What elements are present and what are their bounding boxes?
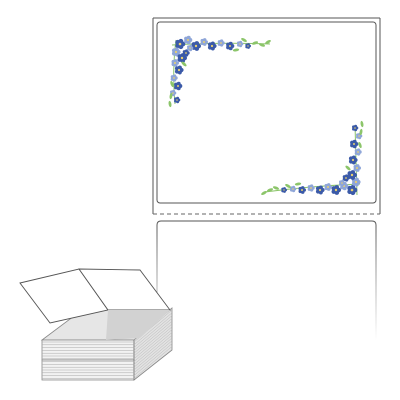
flower-icon (290, 185, 297, 193)
flower-icon (200, 38, 208, 46)
flower-icon (339, 179, 346, 187)
upper-label (156, 21, 377, 204)
stack-page-edge-side (133, 315, 173, 348)
stack-page-edge-side (133, 343, 173, 376)
stack-page-edge-side (133, 337, 173, 371)
leaf-icon (272, 186, 280, 190)
stack-page-edge-side (133, 340, 173, 373)
flower-icon (170, 74, 178, 82)
flower-icon (175, 38, 186, 50)
stack-page-edge-side (133, 332, 173, 365)
stack-page-edge-side (133, 323, 173, 357)
stack-page-edge-side (133, 335, 173, 368)
leaf-icon (359, 128, 363, 136)
flower-icon (315, 185, 325, 195)
leaf-icon (169, 92, 173, 100)
stack-page-edge-side (133, 318, 173, 351)
stack-page-edge-side (133, 312, 173, 345)
leaf-icon (251, 41, 259, 45)
flower-icon (174, 65, 184, 75)
leaf-icon (181, 61, 187, 67)
flower-icon (342, 174, 350, 182)
stack-page-edge-side (133, 329, 173, 362)
leaf-icon (285, 183, 291, 189)
lower-label (156, 220, 377, 340)
fanfold-stack (19, 268, 173, 381)
flower-icon (350, 139, 359, 149)
flower-icon (298, 186, 307, 194)
leaf-icon (170, 80, 174, 88)
flower-icon (187, 44, 194, 52)
leaf-icon (258, 43, 266, 47)
flower-icon (347, 170, 358, 180)
leaf-icon (360, 120, 364, 128)
flower-icon (356, 132, 363, 140)
leaf-icon (261, 190, 267, 196)
leaf-icon (232, 48, 240, 52)
stack-page-edge-side (133, 326, 173, 359)
flower-icon (331, 185, 342, 195)
flower-icon (171, 59, 179, 67)
flower-icon (352, 124, 359, 132)
stack-page-edge-side (133, 346, 173, 379)
flower-icon (184, 35, 193, 45)
flower-icon (353, 164, 362, 172)
flower-icon (281, 187, 287, 193)
stack-page-edge-side (133, 321, 173, 354)
flower-icon (217, 39, 225, 47)
leaf-icon (265, 39, 271, 45)
flower-icon (174, 96, 181, 104)
flower-icon (207, 41, 217, 51)
flower-icon (237, 40, 244, 48)
flower-icon (351, 177, 361, 187)
floral-corner-top-left (168, 35, 271, 108)
flower-icon (340, 181, 349, 191)
leaf-icon (266, 188, 274, 192)
upper-label-sheet (152, 17, 381, 214)
leaf-icon (241, 37, 247, 43)
flower-icon (182, 49, 190, 57)
flower-icon (307, 184, 315, 192)
leaf-icon (294, 182, 302, 186)
flower-icon (245, 43, 252, 49)
stack-shadow (106, 310, 170, 340)
floral-corner-bottom-right (261, 120, 364, 196)
leaf-icon (345, 165, 351, 171)
flower-icon (191, 41, 201, 51)
flower-icon (354, 148, 362, 156)
lower-label-sheet (152, 214, 381, 340)
stack-page-edges (42, 309, 173, 379)
flower-icon (226, 41, 235, 51)
flower-icon (174, 81, 183, 91)
leaf-icon (168, 100, 172, 108)
flower-icon (347, 184, 358, 196)
flower-icon (348, 155, 358, 165)
leaf-icon (358, 141, 362, 149)
flower-icon (324, 183, 333, 191)
